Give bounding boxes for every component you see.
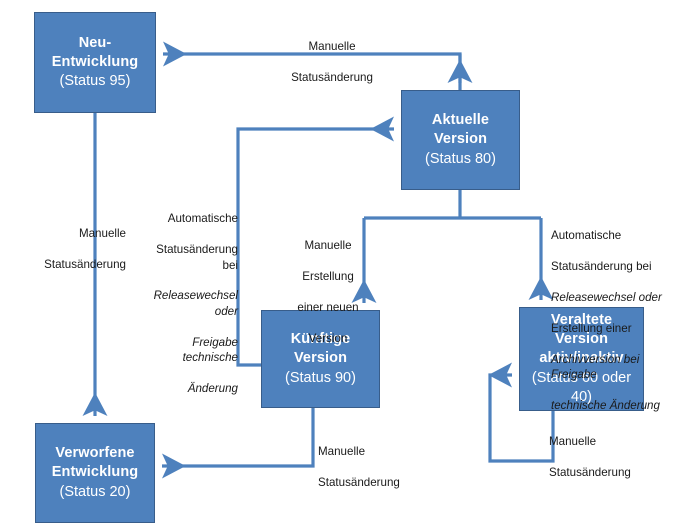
edge-veraltete-self-loop: [488, 362, 555, 463]
edge-label-emphasis: Freigabe technische: [182, 335, 238, 365]
edge-label-veraltete-self-loop: Manuelle Statusänderung: [549, 419, 659, 496]
edge-label-line: Erstellung: [302, 270, 354, 284]
edge-label-line: technische Änderung: [551, 398, 687, 413]
edge-label-emphasis: Releasewechsel oder: [153, 289, 238, 318]
edge-label-line: Erstellung einer: [551, 321, 632, 335]
edge-label-kuenftige-to-verworfene: Manuelle Statusänderung: [318, 429, 428, 506]
edge-label-line: Manuelle: [549, 435, 597, 449]
edge-label-line: Statusänderung: [318, 476, 400, 490]
edge-label-emphasis: Releasewechsel oder: [551, 291, 662, 305]
edge-label-neu-to-verworfene: Manuelle Statusänderung: [4, 211, 126, 288]
edge-label-line: Statusänderung: [44, 258, 126, 272]
edge-label-line: Statusänderung bei: [156, 243, 238, 272]
edge-label-line: Manuelle: [78, 227, 126, 241]
edge-label-aktuelle-to-neu: Manuelle Statusänderung: [272, 24, 392, 101]
edge-label-line: Releasewechsel oder: [551, 290, 687, 305]
node-veraltete-version-status: (Status 60 oder 40): [531, 369, 632, 405]
edge-label-line: Statusänderung: [291, 71, 373, 85]
edge-kuenftige-to-verworfene: [162, 408, 315, 479]
edge-label-emphasis: Änderung: [187, 381, 238, 395]
node-kuenftige-version-status: (Status 90): [285, 369, 356, 386]
edge-label-aktuelle-to-veraltete: Automatische Statusänderung bei Releasew…: [551, 213, 687, 429]
node-aktuelle-version-status: (Status 80): [425, 150, 496, 167]
edge-label-line: Änderung: [138, 381, 238, 396]
edge-label-line: Statusänderung: [549, 466, 631, 480]
node-neu-entwicklung[interactable]: Neu-Entwicklung (Status 95): [34, 12, 156, 113]
edge-label-line: Archivversion bei Freigabe: [551, 352, 687, 383]
edge-label-line: Automatische: [167, 212, 238, 226]
edge-label-aktuelle-to-kuenftige: Manuelle Erstellung einer neuen Version: [290, 223, 366, 362]
node-neu-entwicklung-status: (Status 95): [59, 73, 131, 90]
edge-label-line: Freigabe technische: [138, 335, 238, 366]
edge-label-emphasis: technische Änderung: [551, 398, 660, 412]
edge-label-line: Manuelle: [318, 445, 366, 459]
edge-label-line: Releasewechsel oder: [138, 288, 238, 319]
edge-label-emphasis: Archivversion bei Freigabe: [551, 352, 640, 382]
edge-label-line: Version: [308, 331, 348, 345]
edge-label-line: Manuelle: [304, 239, 352, 253]
node-neu-entwicklung-title: Neu-Entwicklung: [51, 34, 139, 70]
edge-label-line: Automatische: [551, 229, 622, 243]
edge-label-line: Statusänderung bei: [551, 260, 652, 274]
node-verworfene-entwicklung-status: (Status 20): [59, 483, 131, 500]
edge-kuenftige-to-aktuelle: [236, 116, 394, 367]
edge-label-line: Manuelle: [308, 40, 356, 54]
edge-label-line: einer neuen: [297, 301, 359, 315]
edge-label-kuenftige-to-aktuelle: Automatische Statusänderung bei Releasew…: [138, 196, 238, 412]
